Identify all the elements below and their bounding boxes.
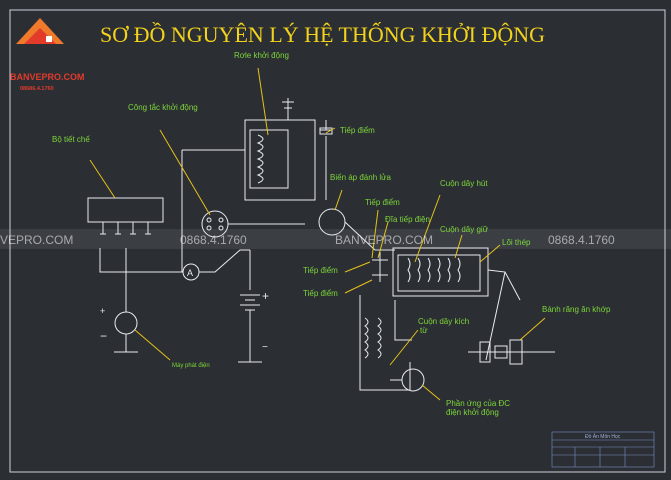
regulator-box <box>87 197 164 223</box>
label-contact-3: Tiếp điểm <box>303 266 338 275</box>
label-hold-coil: Cuộn dây giữ <box>440 225 489 234</box>
page-title: SƠ ĐỒ NGUYÊN LÝ HỆ THỐNG KHỞI ĐỘNG <box>100 22 545 47</box>
watermark-band <box>0 229 671 249</box>
generator-symbol <box>114 311 138 335</box>
label-field-coil-1: Cuộn dây kích <box>418 317 469 326</box>
battery-minus: − <box>262 342 268 353</box>
label-contact-2: Tiếp điểm <box>365 198 400 207</box>
label-core: Lõi thép <box>502 238 531 247</box>
watermark-phone-1: 0868.4.1760 <box>180 233 247 247</box>
watermark-phone-2: 0868.4.1760 <box>548 233 615 247</box>
relay-box <box>244 119 316 201</box>
drawing-border <box>9 9 666 473</box>
leader-lines <box>89 67 546 401</box>
title-block <box>551 431 655 468</box>
label-ignition-switch: Công tắc khởi động <box>128 103 198 112</box>
label-pinion: Bánh răng ăn khớp <box>542 305 611 314</box>
circuit-lines <box>87 98 555 392</box>
generator-plus: + <box>100 306 105 316</box>
label-pull-coil: Cuộn dây hút <box>440 179 488 188</box>
label-contact-1: Tiếp điểm <box>340 126 375 135</box>
label-armature-2: điện khởi động <box>446 408 499 417</box>
watermark-text-1: VEPRO.COM <box>0 233 73 247</box>
label-contact-4: Tiếp điểm <box>303 289 338 298</box>
label-armature-1: Phần ứng của ĐC <box>446 399 510 408</box>
label-relay: Rơle khởi động <box>234 51 289 60</box>
logo: BANVEPRO.COM 08686.4.1760 <box>10 18 85 92</box>
ammeter-letter: A <box>187 268 193 278</box>
solenoid-box <box>392 247 489 297</box>
watermark-text-2: BANVEPRO.COM <box>335 233 433 247</box>
title-block-heading: Đồ Án Môn Học <box>585 433 621 440</box>
label-contact-disc: Đĩa tiếp điện <box>385 215 430 224</box>
armature-symbol <box>401 368 425 392</box>
battery-plus: + <box>262 289 269 303</box>
generator-minus: − <box>100 329 107 343</box>
logo-phone: 08686.4.1760 <box>20 86 54 92</box>
label-transformer: Biến áp đánh lửa <box>330 173 392 182</box>
label-field-coil-2: từ <box>420 326 428 335</box>
label-generator: Máy phát điện <box>172 363 210 369</box>
label-regulator: Bộ tiết chế <box>52 135 90 144</box>
logo-brand: BANVEPRO.COM <box>10 72 85 82</box>
